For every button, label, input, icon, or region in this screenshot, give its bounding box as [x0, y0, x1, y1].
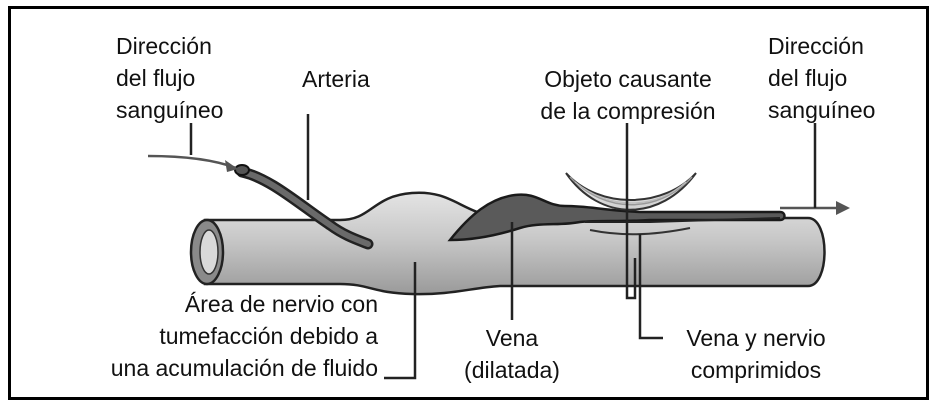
label-flow-out: Dirección del flujo sanguíneo: [768, 30, 875, 126]
label-flow-in: Dirección del flujo sanguíneo: [116, 30, 223, 126]
label-flow-out-line-2: del flujo: [768, 62, 875, 94]
label-flow-out-line-3: sanguíneo: [768, 94, 875, 126]
label-flow-out-line-1: Dirección: [768, 30, 875, 62]
label-compressed-line-1: Vena y nervio: [673, 322, 839, 354]
label-artery: Arteria: [302, 63, 370, 95]
label-dilated-vein: Vena (dilatada): [447, 322, 577, 386]
label-compressed-line-2: comprimidos: [673, 354, 839, 386]
label-compressed: Vena y nervio comprimidos: [673, 322, 839, 386]
label-swelling-line-3: una acumulación de fluido: [54, 352, 378, 384]
label-dilated-vein-line-1: Vena: [447, 322, 577, 354]
label-dilated-vein-line-2: (dilatada): [447, 354, 577, 386]
label-flow-in-line-2: del flujo: [116, 62, 223, 94]
flow-in-arrow: [148, 156, 236, 168]
label-swelling-line-2: tumefacción debido a: [54, 320, 378, 352]
artery-end: [235, 165, 249, 175]
label-compressing-object-line-2: de la compresión: [517, 95, 739, 127]
nerve-lumen: [200, 230, 218, 274]
label-swelling-line-1: Área de nervio con: [54, 288, 378, 320]
label-flow-in-line-1: Dirección: [116, 30, 223, 62]
label-flow-in-line-3: sanguíneo: [116, 94, 223, 126]
label-compressing-object-line-1: Objeto causante: [517, 63, 739, 95]
label-compressing-object: Objeto causante de la compresión: [517, 63, 739, 127]
label-swelling: Área de nervio con tumefacción debido a …: [54, 288, 378, 384]
flow-out-arrowhead: [836, 201, 850, 215]
